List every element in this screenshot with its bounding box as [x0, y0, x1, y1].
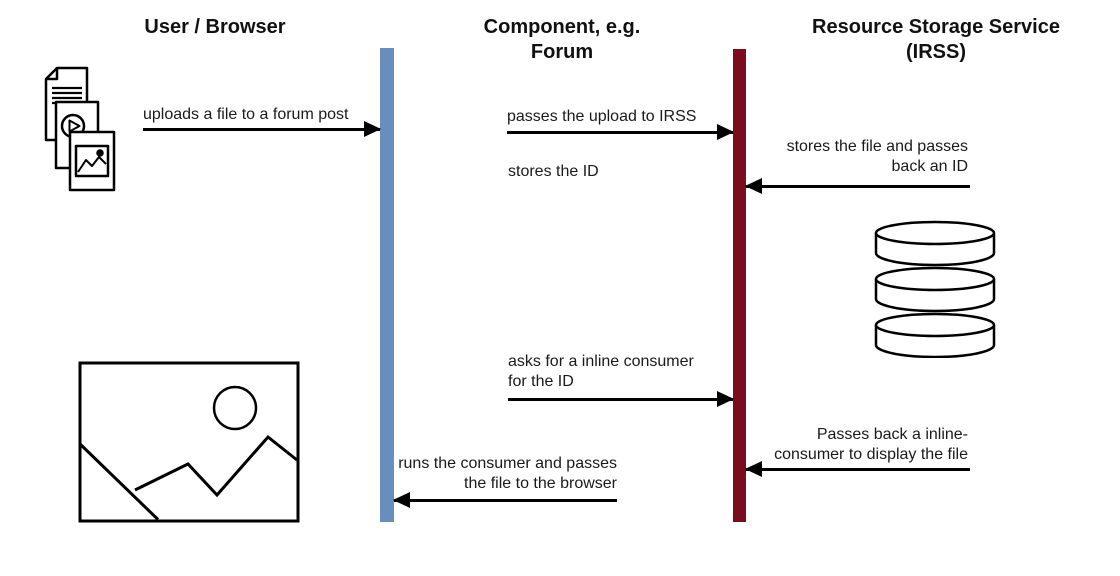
arrow-pass-consumer: [745, 461, 970, 477]
message-label-run-consumer-line2: the file to the browser: [464, 474, 617, 492]
message-label-ask-consumer-line2: for the ID: [508, 372, 574, 390]
message-label-pass-consumer-line1: Passes back a inline-: [816, 426, 968, 443]
actor-header-irss-line1: Resource Storage Service: [812, 16, 1060, 38]
actor-header-irss-line2: (IRSS): [906, 41, 966, 63]
arrow-run-consumer: [393, 492, 617, 508]
arrowhead-right-icon: [364, 121, 381, 137]
message-label-store-file-line1: stores the file and passes: [786, 138, 968, 155]
message-label-store-file-line2: back an ID: [891, 157, 968, 175]
arrowhead-right-icon: [717, 124, 734, 140]
arrowhead-left-icon: [745, 178, 762, 194]
actor-header-component: Component, e.g. Forum: [483, 16, 641, 63]
documents-stack-icon: [44, 66, 116, 192]
arrow-upload-file: [143, 121, 381, 137]
lifeline-irss: [733, 49, 746, 522]
message-label-store-file: stores the file and passes back an ID: [768, 137, 968, 176]
actor-header-user: User / Browser: [144, 16, 286, 38]
message-label-pass-upload: passes the upload to IRSS: [507, 108, 697, 125]
message-label-run-consumer-line1: runs the consumer and passes: [398, 455, 617, 472]
arrow-store-file: [745, 178, 970, 194]
arrowhead-left-icon: [393, 492, 410, 508]
actor-header-irss: Resource Storage Service (IRSS): [808, 15, 1064, 65]
arrowhead-left-icon: [745, 461, 762, 477]
message-label-ask-consumer-line1: asks for a inline consumer: [508, 353, 694, 370]
message-label-stores-id: stores the ID: [508, 163, 599, 180]
lifeline-component: [380, 48, 394, 522]
image-placeholder-icon: [78, 361, 300, 523]
database-icon: [874, 220, 996, 358]
message-label-ask-consumer: asks for a inline consumer for the ID: [508, 352, 694, 391]
message-label-upload-file: uploads a file to a forum post: [143, 106, 349, 123]
arrowhead-right-icon: [717, 391, 734, 407]
message-label-pass-consumer-line2: consumer to display the file: [774, 445, 968, 463]
arrow-ask-consumer: [508, 391, 734, 407]
arrow-pass-upload: [507, 124, 734, 140]
message-label-pass-consumer: Passes back a inline- consumer to displa…: [738, 425, 968, 464]
message-label-run-consumer: runs the consumer and passes the file to…: [383, 454, 617, 493]
